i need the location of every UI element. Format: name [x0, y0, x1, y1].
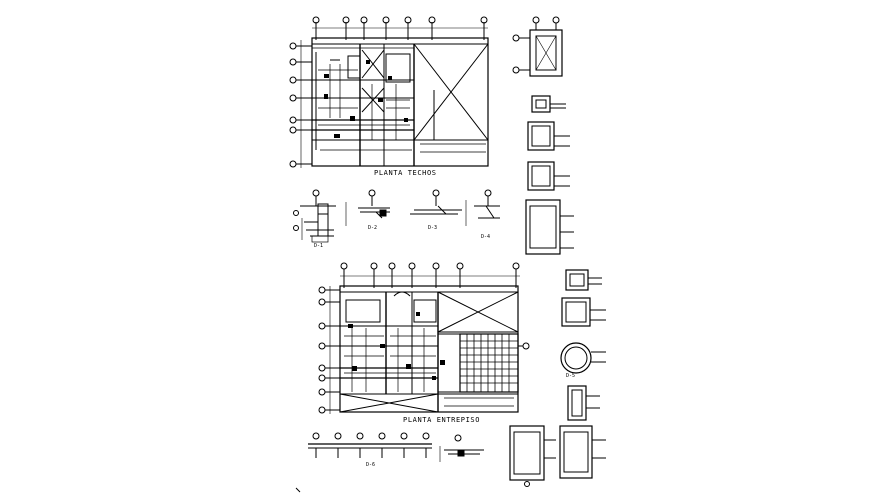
- mezzanine-top-axes: [340, 262, 520, 288]
- roof-plan-title: PLANTA TECHOS: [374, 169, 437, 177]
- mezzanine-plan-title: PLANTA ENTREPISO: [403, 416, 481, 424]
- detail-label-d2: D-2: [368, 225, 378, 231]
- mezzanine-left-axes: [318, 286, 340, 414]
- roof-plan: [289, 16, 489, 168]
- roof-plan-top-axes: [312, 16, 488, 40]
- detail-label-d6: D-6: [366, 462, 376, 468]
- column-sections-bottom: [509, 269, 606, 487]
- column-sections-top: [512, 16, 574, 255]
- tile-grid: [459, 333, 519, 393]
- beam-details: [295, 432, 484, 493]
- roof-details: [293, 189, 500, 243]
- detail-label-d3: D-3: [428, 225, 438, 231]
- roof-plan-left-axes: [289, 40, 312, 168]
- mezzanine-plan: [318, 262, 530, 414]
- detail-label-d1: D-1: [314, 243, 324, 249]
- detail-label-d4: D-4: [481, 234, 491, 240]
- detail-label-d5: D-5: [566, 373, 576, 379]
